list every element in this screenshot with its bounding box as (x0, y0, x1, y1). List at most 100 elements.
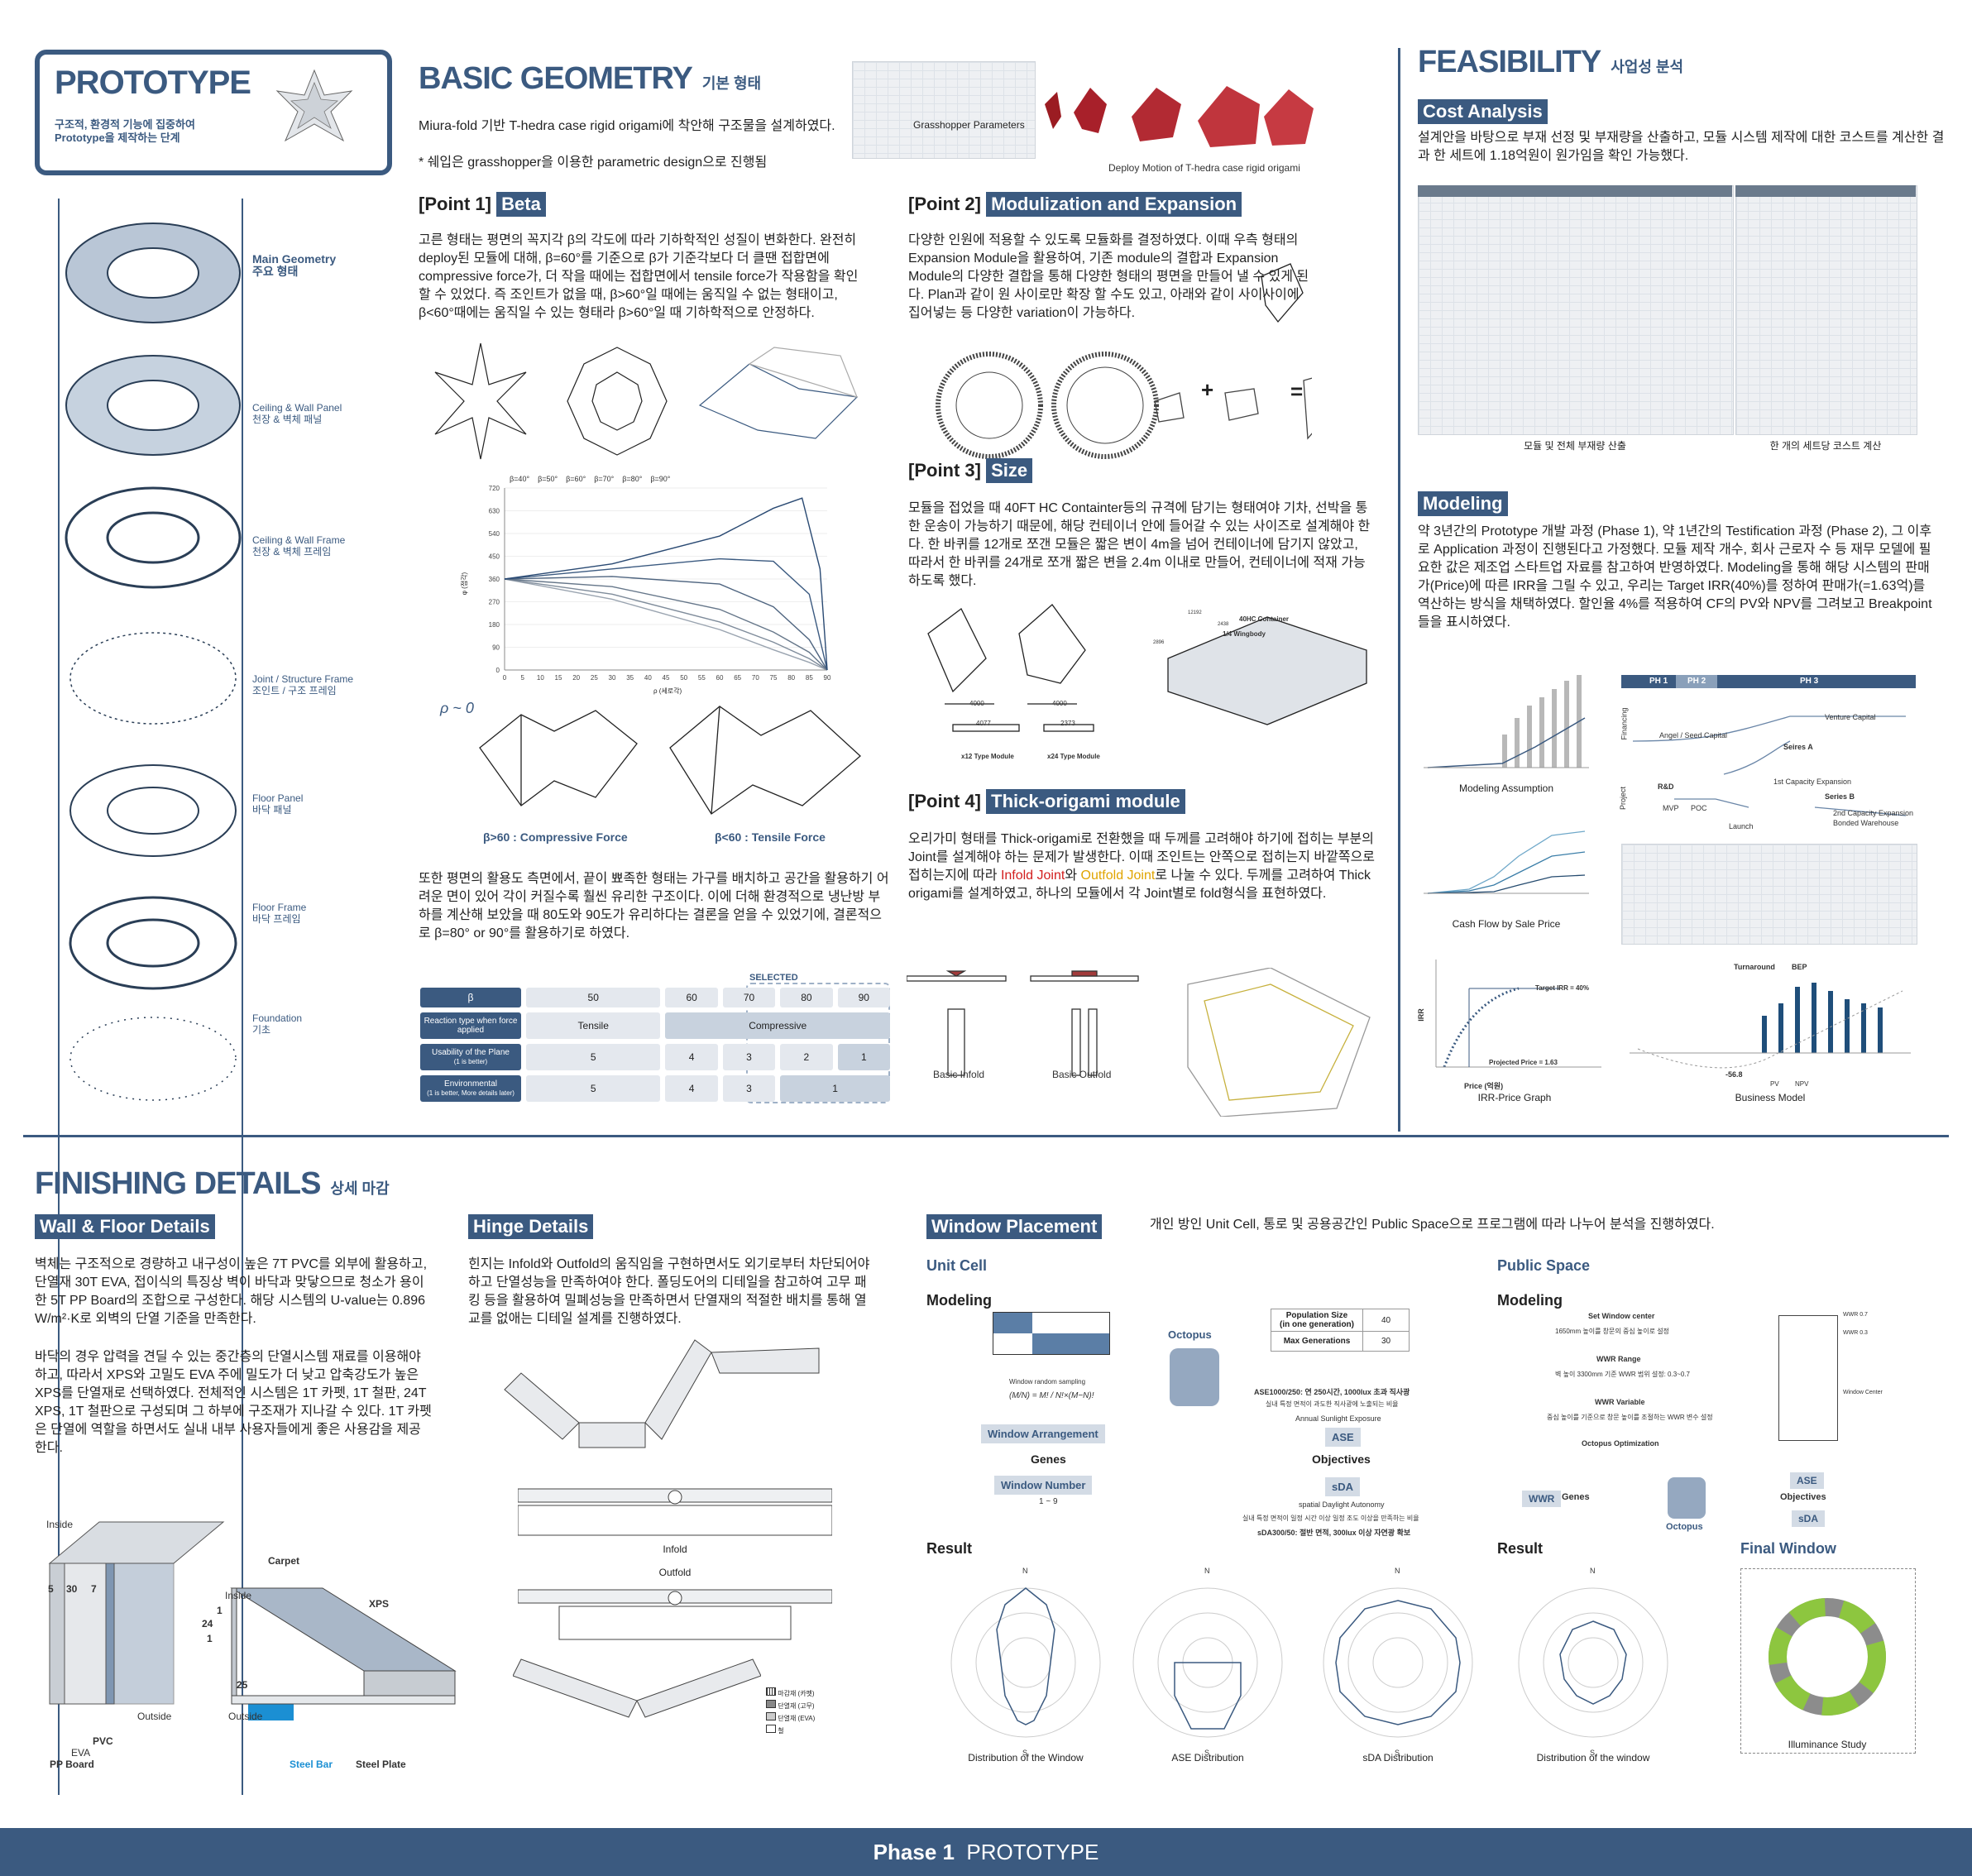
wall-text-2: 바닥의 경우 압력을 견딜 수 있는 중간층의 단열시스템 재료를 이용해야 하… (35, 1350, 432, 1455)
x-tick-label: 75 (770, 674, 778, 682)
radar-n-label: N (1395, 1567, 1400, 1575)
point4-text: 오리가미 형태를 Thick-origami로 전환했을 때 두께를 고려해야 … (908, 832, 1376, 901)
radar-s-label: S (1022, 1749, 1028, 1757)
usability-cell: 4 (665, 1044, 718, 1070)
radar-window-distribution (950, 1587, 1101, 1738)
feasibility-divider (1398, 48, 1400, 1132)
ase-badge: ASE (1325, 1428, 1361, 1447)
chart-xlabel: ρ (세로각) (653, 687, 682, 695)
reaction-compressive: Compressive (665, 1012, 890, 1039)
angel-label: Angel / Seed Capital (1659, 731, 1728, 739)
usability-cell: 5 (526, 1044, 661, 1070)
container-label: 40HC Container (1239, 615, 1290, 623)
floor-dim-24: 24 (202, 1618, 213, 1630)
environmental-cell: 4 (665, 1075, 718, 1102)
cost-heading: Cost Analysis (1418, 99, 1548, 124)
hinge-text: 힌지는 Infold와 Outfold의 움직임을 구현하면서도 외기로부터 차… (468, 1257, 870, 1326)
modeling-text: 약 3년간의 Prototype 개발 과정 (Phase 1), 약 1년간의… (1418, 524, 1932, 629)
selected-label: SELECTED (749, 973, 798, 983)
environmental-cell: 3 (722, 1075, 776, 1102)
x-tick-label: 15 (555, 674, 562, 682)
environmental-cell: 5 (526, 1075, 661, 1102)
price-axis-label: Price (억원) (1464, 1082, 1504, 1090)
ase-name: Annual Sunlight Exposure (1295, 1414, 1381, 1423)
container-dim-length: 12192 (1188, 610, 1202, 615)
wall-dim-30: 30 (66, 1583, 78, 1595)
npv-legend: NPV (1795, 1080, 1809, 1088)
expansion-module-icon (1261, 263, 1304, 323)
sda-desc-2: sDA300/50: 절반 면적, 300lux 이상 자연광 확보 (1257, 1529, 1411, 1537)
cost-text: 설계안을 바탕으로 부재 선정 및 부재량을 산출하고, 모듈 시스템 제작에 … (1418, 131, 1945, 163)
hinge-outfold-detail (518, 1589, 832, 1640)
grasshopper-label: Grasshopper Parameters (913, 119, 1025, 131)
wall-inside-label: Inside (46, 1519, 74, 1530)
target-irr-label: Target IRR = 40% (1535, 984, 1589, 992)
illuminance-study (1740, 1568, 1916, 1754)
grasshopper-screenshot (852, 61, 1036, 159)
point1-text: 고른 형태는 평면의 꼭지각 β의 각도에 따라 기하학적인 성질이 변화한다.… (419, 233, 859, 320)
prototype-subtitle-1: 구조적, 환경적 기능에 집중하여 (55, 118, 195, 131)
wwr03-label: WWR 0.3 (1843, 1330, 1868, 1336)
dim-4000-a: 4000 (969, 700, 984, 707)
final-window-title: Final Window (1740, 1540, 1836, 1557)
usability-cell: 2 (780, 1044, 833, 1070)
unit-modeling-title: Modeling (926, 1292, 992, 1309)
y-tick-label: 540 (489, 530, 500, 538)
carpet-label: Carpet (268, 1555, 300, 1567)
infold-caption: Infold (663, 1543, 687, 1555)
radar-public-distribution (1518, 1587, 1668, 1738)
legend-item: 단열재 (고무) (766, 1700, 815, 1712)
wwr-var-desc: 중심 높이를 기준으로 창문 높이를 조절하는 WWR 변수 설정 (1547, 1414, 1713, 1421)
dim-4000-b: 4000 (1052, 700, 1067, 707)
cashflow-chart (1424, 830, 1589, 894)
wwr-range-title: WWR Range (1596, 1355, 1641, 1363)
launch-label: Launch (1729, 822, 1754, 830)
wall-dim-7: 7 (91, 1583, 97, 1595)
series-line (504, 558, 828, 671)
window-text: 개인 방인 Unit Cell, 통로 및 공용공간인 Public Space… (1150, 1218, 1715, 1232)
legend-item: 철 (766, 1725, 815, 1737)
irr-graph-caption: IRR-Price Graph (1477, 1092, 1552, 1103)
public-dist-caption: Distribution of the window (1536, 1752, 1650, 1764)
point1-heading: [Point 1] Beta (419, 192, 546, 217)
chart-legend: β=40° β=50° β=60° β=70° β=80° β=90° (510, 475, 671, 483)
beta-col: 50 (526, 988, 661, 1007)
container-size-diagram (927, 604, 1367, 732)
venture-label: Venture Capital (1825, 713, 1876, 721)
cost-table-header (1735, 185, 1916, 197)
public-sda-badge: sDA (1792, 1510, 1826, 1527)
legend-item: 단열재 (EVA) (766, 1712, 815, 1725)
material-table-header (1418, 185, 1732, 197)
floor-outside-label: Outside (228, 1711, 263, 1722)
cap1st-label: 1st Capacity Expansion (1773, 778, 1852, 786)
y-tick-label: 180 (489, 621, 500, 629)
compressive-label: β>60 : Compressive Force (483, 830, 628, 844)
series-line (504, 576, 828, 671)
objectives-label: Objectives (1312, 1452, 1371, 1466)
x-tick-label: 65 (734, 674, 741, 682)
radar-s-label: S (1590, 1749, 1596, 1757)
x-tick-label: 80 (787, 674, 795, 682)
radar-s-label: S (1204, 1749, 1210, 1757)
series-line (504, 578, 828, 671)
prototype-subtitle-2: Prototype을 제작하는 단계 (55, 132, 180, 144)
window-sampling-grid (993, 1312, 1110, 1355)
floor-section-diagram (230, 1587, 457, 1720)
hinge-plan-diagram (504, 1339, 820, 1448)
hinge-infold-detail (518, 1488, 832, 1536)
public-modeling-title: Modeling (1497, 1292, 1563, 1309)
steel-plate-label: Steel Plate (356, 1759, 406, 1770)
sda-dist-caption: sDA Distribution (1362, 1752, 1434, 1764)
x-tick-label: 30 (609, 674, 616, 682)
plus-sign: + (1201, 377, 1214, 402)
public-result-title: Result (1497, 1540, 1544, 1557)
beta-col: 70 (722, 988, 776, 1007)
wingbody-label: 1/4 Wingbody (1223, 630, 1266, 638)
legend-item: 마감재 (카펫) (766, 1687, 815, 1700)
